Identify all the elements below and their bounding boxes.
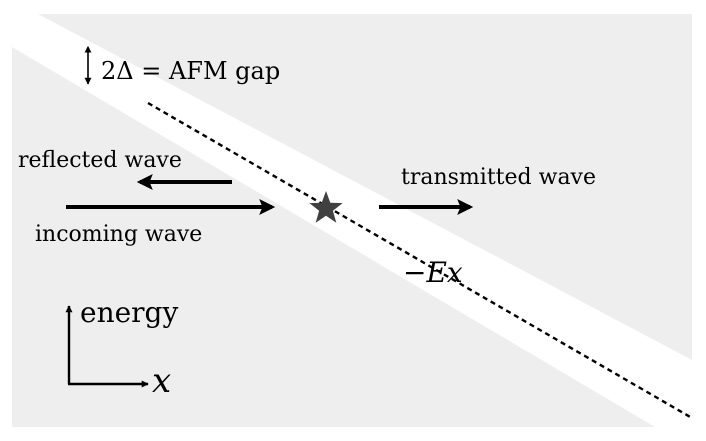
reflected-wave-label: reflected wave — [18, 148, 182, 173]
potential-label: −Ex — [403, 256, 463, 289]
star-icon — [309, 191, 343, 223]
energy-axis-label: energy — [80, 296, 178, 329]
dashed-line-neg-ex — [147, 101, 693, 420]
incoming-wave-label: incoming wave — [35, 222, 202, 247]
gap-label: 2Δ = AFM gap — [101, 57, 280, 85]
transmitted-wave-label: transmitted wave — [401, 165, 596, 190]
x-axis-label: x — [152, 361, 171, 401]
